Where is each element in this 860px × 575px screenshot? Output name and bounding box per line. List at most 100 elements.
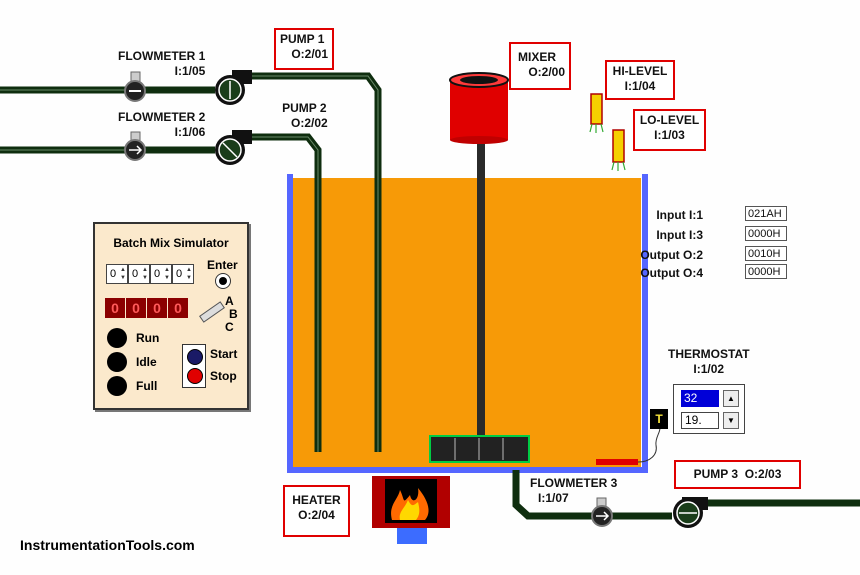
flowmeter-1-icon: [124, 71, 146, 102]
thermostat-t-box: T: [650, 409, 668, 429]
thermostat-reading: 19.: [681, 412, 719, 429]
display-digit: 0: [126, 298, 146, 318]
hi-level-addr: I:1/04: [624, 79, 656, 93]
thumbwheel-digit: 0: [176, 268, 183, 280]
flowmeter-2-addr: I:1/06: [174, 125, 206, 139]
stop-label: Stop: [210, 369, 237, 383]
lo-level-addr: I:1/03: [654, 128, 685, 142]
abc-label-a: A: [225, 294, 234, 308]
hi-level-label: HI-LEVEL I:1/04: [605, 60, 675, 100]
hi-level-sensor-icon: [589, 93, 604, 133]
run-label: Run: [136, 331, 160, 345]
thumbwheel-arrows-icon: ▲▼: [142, 267, 148, 281]
flowmeter-2-name: FLOWMETER 2: [118, 110, 206, 124]
thermostat-down-button[interactable]: ▼: [723, 412, 739, 429]
thumbwheel-digit: 0: [132, 268, 139, 280]
mixer-label: MIXER O:2/00: [509, 42, 571, 90]
flowmeter-1-label: FLOWMETER 1 I:1/05: [118, 49, 205, 79]
thermostat-name: THERMOSTAT: [668, 347, 750, 361]
lo-level-name: LO-LEVEL: [639, 113, 700, 127]
abc-label-c: C: [225, 320, 234, 334]
pump-1-addr: O:2/01: [291, 47, 328, 61]
pump-3-name: PUMP 3: [693, 467, 739, 481]
heater-icon: [372, 476, 450, 544]
idle-indicator: [107, 352, 127, 372]
pump-1-name: PUMP 1: [280, 32, 325, 46]
inlet-pipe-2: [0, 133, 322, 452]
thermostat-up-button[interactable]: ▲: [723, 390, 739, 407]
pump-2-icon: [215, 130, 252, 165]
thermostat-probe-icon: [596, 427, 661, 465]
display-digit: 0: [147, 298, 167, 318]
inlet-pipe-1: [0, 72, 382, 452]
start-button[interactable]: [187, 349, 203, 365]
io-row-label: Input I:3: [656, 228, 703, 242]
thumbwheel-arrows-icon: ▲▼: [120, 267, 126, 281]
run-indicator: [107, 328, 127, 348]
thumbwheel[interactable]: 0 ▲▼: [106, 264, 128, 284]
flowmeter-2-label: FLOWMETER 2 I:1/06: [118, 110, 205, 140]
io-row-label: Output O:4: [640, 266, 703, 280]
thumbwheel-digit: 0: [154, 268, 161, 280]
site-footer: InstrumentationTools.com: [20, 537, 195, 553]
thumbwheel-digit: 0: [110, 268, 117, 280]
down-arrow-icon: ▼: [727, 416, 735, 425]
display-digit: 0: [168, 298, 188, 318]
flowmeter-1-addr: I:1/05: [174, 64, 206, 78]
thermostat-setpoint[interactable]: 32: [681, 390, 719, 407]
start-label: Start: [210, 347, 238, 361]
thermostat-label: THERMOSTAT I:1/02: [668, 347, 750, 377]
enter-dot-icon: [219, 277, 227, 285]
thermostat-control: 32 ▲ 19. ▼: [673, 384, 745, 434]
thumbwheel-arrows-icon: ▲▼: [164, 267, 170, 281]
tank-wall: [287, 174, 648, 473]
mixer-name: MIXER: [518, 50, 557, 64]
pump-2-name: PUMP 2: [282, 101, 327, 115]
mixer-icon: [429, 72, 530, 463]
thermostat-addr: I:1/02: [693, 362, 725, 376]
pump-1-icon: [215, 70, 252, 105]
io-row-label: Input I:1: [656, 208, 703, 222]
pump-2-label: PUMP 2 O:2/02: [281, 101, 328, 131]
flowmeter-3-icon: [591, 497, 613, 527]
enter-label: Enter: [207, 258, 238, 272]
thumbwheel[interactable]: 0 ▲▼: [150, 264, 172, 284]
pump-3-icon: [673, 497, 708, 528]
lo-level-sensor-icon: [611, 129, 626, 171]
outlet-pipe: [512, 470, 860, 520]
io-row-value: 0000H: [745, 226, 787, 241]
stop-button[interactable]: [187, 368, 203, 384]
heater-addr: O:2/04: [298, 508, 335, 522]
heater-label: HEATER O:2/04: [283, 485, 350, 537]
io-row-label: Output O:2: [640, 248, 703, 262]
hi-level-name: HI-LEVEL: [612, 64, 668, 78]
start-stop-switch: [182, 344, 206, 388]
mixer-addr: O:2/00: [528, 65, 565, 79]
flowmeter-3-addr: I:1/07: [538, 491, 569, 505]
simulator-title: Batch Mix Simulator: [113, 236, 229, 250]
idle-label: Idle: [136, 355, 157, 369]
thumbwheel[interactable]: 0 ▲▼: [172, 264, 194, 284]
pump-2-addr: O:2/02: [291, 116, 328, 130]
flowmeter-3-name: FLOWMETER 3: [530, 476, 618, 490]
batch-mix-simulator-panel: Batch Mix Simulator 0 ▲▼ 0 ▲▼ 0 ▲▼ 0 ▲▼ …: [93, 222, 249, 410]
flowmeter-3-label: FLOWMETER 3 I:1/07: [530, 476, 617, 506]
thumbwheel-arrows-icon: ▲▼: [186, 267, 192, 281]
full-label: Full: [136, 379, 158, 393]
flowmeter-2-icon: [124, 131, 146, 161]
abc-label-b: B: [229, 307, 238, 321]
io-row-value: 0000H: [745, 264, 787, 279]
flowmeter-1-name: FLOWMETER 1: [118, 49, 206, 63]
thumbwheel[interactable]: 0 ▲▼: [128, 264, 150, 284]
abc-selector-switch[interactable]: [199, 301, 225, 323]
enter-button[interactable]: [215, 273, 231, 289]
io-row-value: 021AH: [745, 206, 787, 221]
heater-name: HEATER: [292, 493, 341, 507]
pump-1-label: PUMP 1 O:2/01: [274, 28, 334, 70]
tank-liquid: [292, 178, 641, 468]
io-row-value: 0010H: [745, 246, 787, 261]
full-indicator: [107, 376, 127, 396]
lo-level-label: LO-LEVEL I:1/03: [633, 109, 706, 151]
pump-3-label: PUMP 3 O:2/03: [674, 460, 801, 489]
